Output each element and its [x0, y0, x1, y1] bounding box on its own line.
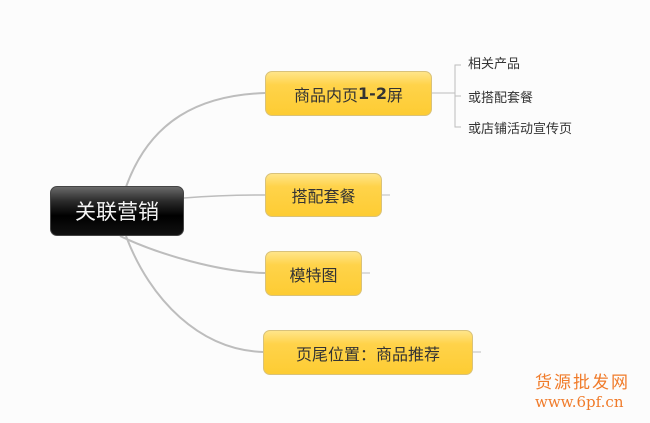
watermark-url: www.6pf.cn	[535, 393, 624, 411]
branch-label-bold: 1-2	[358, 84, 387, 103]
watermark-title: 货源批发网	[535, 373, 630, 393]
link-branch-1	[125, 92, 266, 188]
link-branch-3	[119, 235, 266, 274]
branch-node-footer-recommend[interactable]: 页尾位置：商品推荐	[263, 330, 473, 375]
branch-node-bundle[interactable]: 搭配套餐	[265, 173, 382, 217]
root-node[interactable]: 关联营销	[50, 186, 184, 236]
branch-node-model-image[interactable]: 模特图	[265, 251, 362, 296]
branch-label-suffix: 屏	[386, 85, 403, 105]
link-bracket	[362, 64, 481, 353]
sub-item[interactable]: 或搭配套餐	[468, 91, 534, 106]
sub-item[interactable]: 或店铺活动宣传页	[468, 122, 573, 137]
link-branch-2	[183, 194, 266, 199]
link-branch-4	[125, 235, 264, 353]
sub-item[interactable]: 相关产品	[468, 57, 521, 72]
branch-label: 商品内页	[294, 85, 359, 105]
